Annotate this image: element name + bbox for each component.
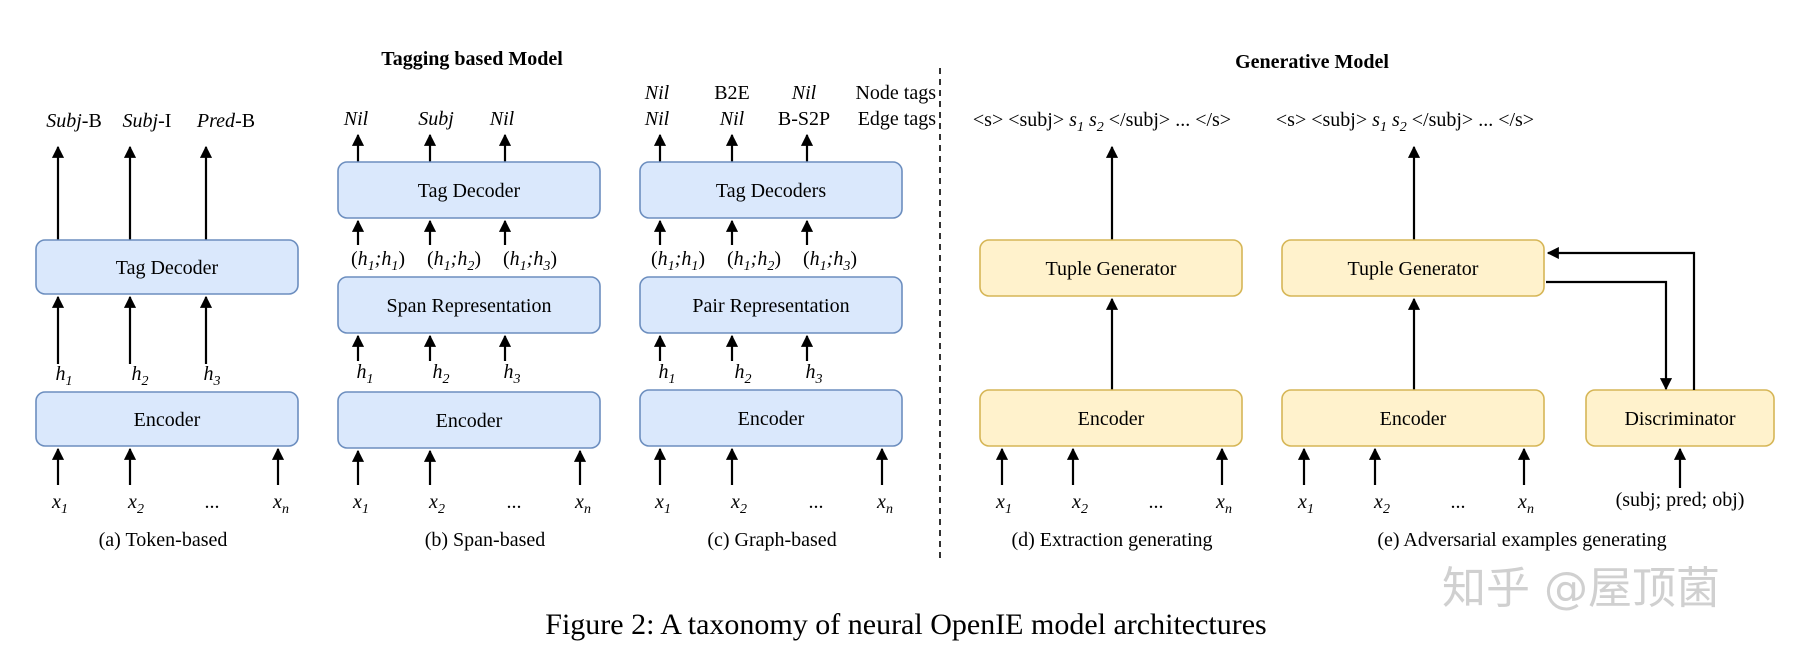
caption-d: (d) Extraction generating [1011, 529, 1212, 551]
discriminator-box [1585, 389, 1775, 447]
hidden-state-3: h3 [204, 363, 221, 389]
generative-header: Generative Model [1235, 51, 1389, 73]
input-ellipsis: ... [205, 491, 220, 513]
pair-representation-box [639, 276, 903, 334]
hidden-state-3: h3 [504, 361, 521, 387]
tag-decoders-box [639, 161, 903, 219]
encoder-box [979, 389, 1243, 447]
panel-span-based: Nil Subj Nil Tag Decoder (h1;h1) (h1;h2)… [337, 108, 601, 551]
input-token-1: x1 [51, 491, 68, 517]
input-ellipsis: ... [507, 491, 522, 513]
tag-decoder-label: Tag Decoder [116, 257, 219, 279]
input-token-n: xn [574, 491, 591, 517]
input-token-n: xn [1215, 491, 1232, 517]
output-tag-2: Subj [418, 108, 454, 130]
encoder-box [639, 389, 903, 447]
node-tag-2: B2E [714, 82, 750, 104]
output-tag-2: Subj-I [123, 110, 172, 132]
output-sequence: <s> <subj> s1 s2 </subj> ... </s> [1276, 109, 1534, 135]
hidden-state-1: h1 [56, 363, 73, 389]
generator-to-discriminator-arrow [1546, 280, 1673, 391]
input-token-1: x1 [995, 491, 1012, 517]
span-pair-1: (h1;h1) [351, 248, 405, 274]
encoder-label: Encoder [1078, 408, 1145, 430]
encoder-label: Encoder [134, 409, 201, 431]
caption-c: (c) Graph-based [707, 529, 836, 551]
encoder-label: Encoder [1380, 408, 1447, 430]
output-sequence: <s> <subj> s1 s2 </subj> ... </s> [973, 109, 1231, 135]
span-representation-label: Span Representation [387, 295, 552, 317]
input-token-n: xn [876, 491, 893, 517]
edge-tag-2: Nil [719, 108, 745, 130]
panel-token-based: Subj-B Subj-I Pred-B Tag Decoder h1 h2 h… [35, 110, 299, 551]
input-ellipsis: ... [809, 491, 824, 513]
node-pair-3: (h1;h3) [803, 248, 857, 274]
discriminator-label: Discriminator [1624, 408, 1735, 430]
tuple-generator-label: Tuple Generator [1348, 258, 1479, 280]
input-ellipsis: ... [1451, 491, 1466, 513]
input-token-1: x1 [1297, 491, 1314, 517]
hidden-state-3: h3 [806, 361, 823, 387]
panel-adversarial-generating: <s> <subj> s1 s2 </subj> ... </s> Tuple … [1276, 109, 1775, 551]
input-token-2: x2 [730, 491, 747, 517]
node-pair-1: (h1;h1) [651, 248, 705, 274]
hidden-state-2: h2 [132, 363, 149, 389]
output-tag-1: Nil [343, 108, 369, 130]
caption-b: (b) Span-based [425, 529, 546, 551]
edge-tags-label: Edge tags [858, 108, 937, 130]
input-token-2: x2 [428, 491, 445, 517]
tag-decoder-label: Tag Decoder [418, 180, 521, 202]
span-pair-2: (h1;h2) [427, 248, 481, 274]
output-tag-3: Nil [489, 108, 515, 130]
input-token-2: x2 [127, 491, 144, 517]
hidden-state-2: h2 [433, 361, 450, 387]
node-pair-2: (h1;h2) [727, 248, 781, 274]
input-token-n: xn [1517, 491, 1534, 517]
hidden-state-1: h1 [357, 361, 374, 387]
figure-caption: Figure 2: A taxonomy of neural OpenIE mo… [545, 608, 1266, 641]
hidden-state-1: h1 [659, 361, 676, 387]
output-tag-1: Subj-B [46, 110, 102, 132]
edge-tag-3: B-S2P [778, 108, 830, 130]
input-token-1: x1 [352, 491, 369, 517]
output-tag-3: Pred-B [196, 110, 255, 132]
tag-decoder-box [35, 239, 299, 295]
encoder-box [337, 391, 601, 449]
tag-decoder-box [337, 161, 601, 219]
discriminator-to-generator-arrow [1546, 246, 1696, 390]
watermark: 知乎 @屋顶菌 [1442, 563, 1720, 614]
encoder-label: Encoder [738, 408, 805, 430]
encoder-box [1281, 389, 1545, 447]
encoder-label: Encoder [436, 410, 503, 432]
input-ellipsis: ... [1149, 491, 1164, 513]
tuple-generator-box [979, 239, 1243, 297]
span-representation-box [337, 276, 601, 334]
input-token-2: x2 [1071, 491, 1088, 517]
node-tag-3: Nil [791, 82, 817, 104]
hidden-state-2: h2 [735, 361, 752, 387]
input-token-n: xn [272, 491, 289, 517]
tagging-header: Tagging based Model [381, 48, 563, 70]
panel-graph-based: Nil B2E Nil Node tags Nil Nil B-S2P Edge… [639, 82, 937, 551]
node-tags-label: Node tags [855, 82, 936, 104]
pair-representation-label: Pair Representation [692, 295, 849, 317]
span-pair-3: (h1;h3) [503, 248, 557, 274]
tuple-generator-box [1281, 239, 1545, 297]
encoder-box [35, 391, 299, 447]
tuple-generator-label: Tuple Generator [1046, 258, 1177, 280]
panel-extraction-generating: <s> <subj> s1 s2 </subj> ... </s> Tuple … [973, 109, 1243, 551]
caption-a: (a) Token-based [99, 529, 228, 551]
caption-e: (e) Adversarial examples generating [1377, 529, 1666, 551]
node-tag-1: Nil [644, 82, 670, 104]
edge-tag-1: Nil [644, 108, 670, 130]
discriminator-input: (subj; pred; obj) [1616, 489, 1745, 511]
input-token-2: x2 [1373, 491, 1390, 517]
tag-decoders-label: Tag Decoders [716, 180, 826, 202]
input-token-1: x1 [654, 491, 671, 517]
